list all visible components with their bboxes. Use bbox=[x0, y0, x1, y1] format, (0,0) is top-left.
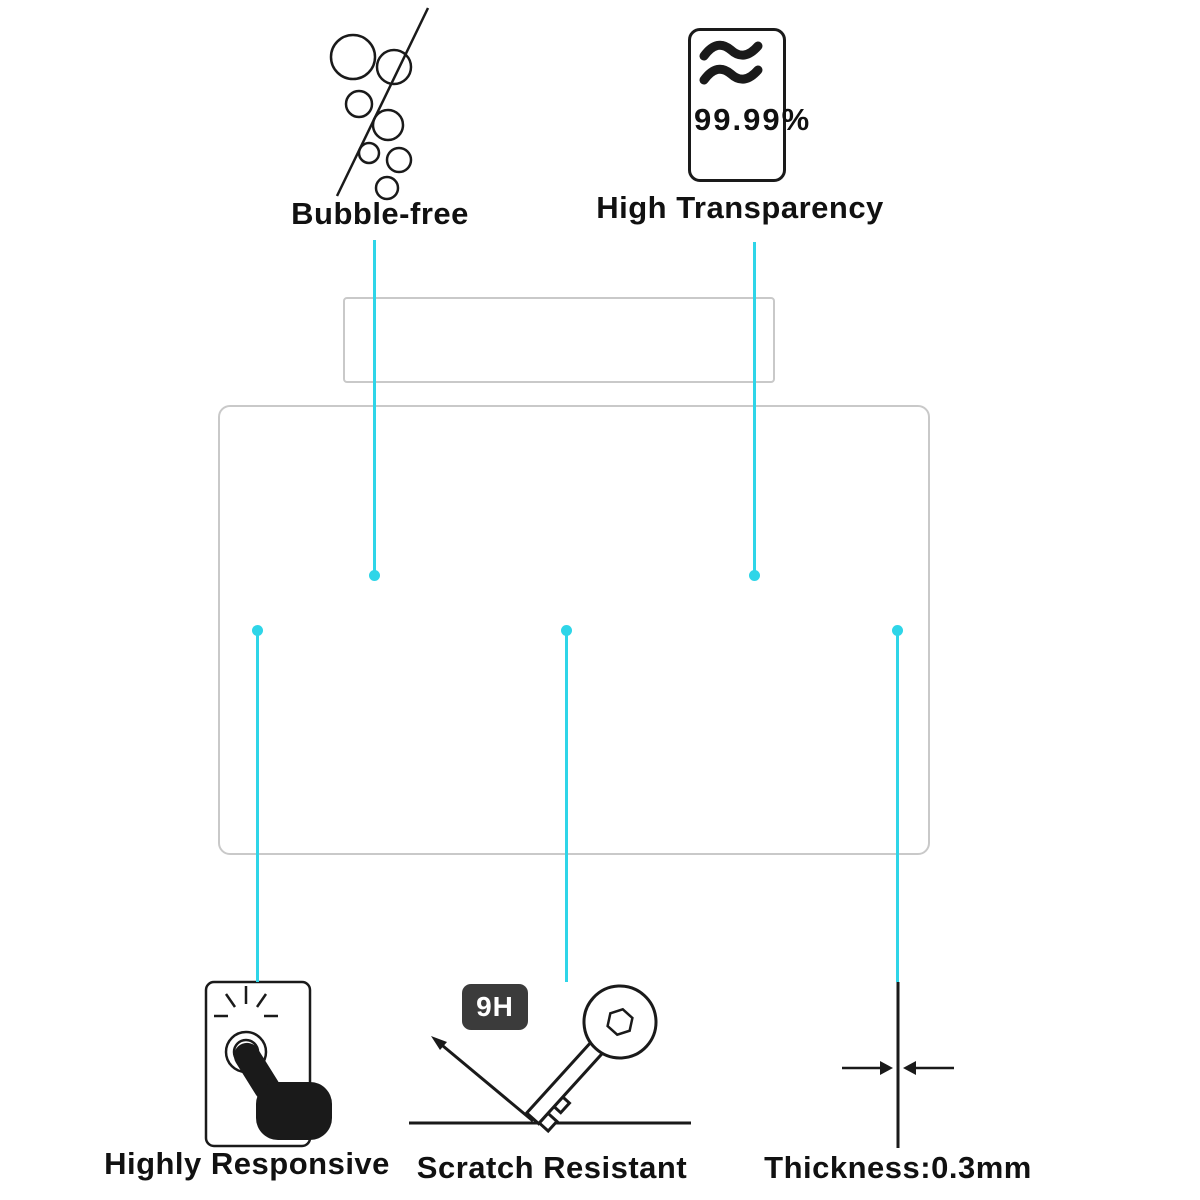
callout-dot-thickness bbox=[892, 625, 903, 636]
scratch-resistant-label: Scratch Resistant bbox=[416, 1150, 688, 1185]
thickness-label: Thickness:0.3mm bbox=[764, 1150, 1032, 1185]
callout-dot-high-transparency bbox=[749, 570, 760, 581]
callout-line-high-transparency bbox=[753, 242, 756, 576]
protector-screen-outline bbox=[218, 405, 930, 855]
highly-responsive-label: Highly Responsive bbox=[104, 1146, 390, 1181]
callout-line-highly-responsive bbox=[256, 631, 259, 982]
transparency-value: 99.99% bbox=[694, 102, 812, 137]
callout-dot-highly-responsive bbox=[252, 625, 263, 636]
transparency-waves-icon bbox=[699, 40, 763, 85]
callout-dot-bubble-free bbox=[369, 570, 380, 581]
callout-line-bubble-free bbox=[373, 240, 376, 576]
high-transparency-label: High Transparency bbox=[596, 190, 884, 225]
callout-line-scratch-resistant bbox=[565, 631, 568, 982]
callout-dot-scratch-resistant bbox=[561, 625, 572, 636]
key-scratch-icon bbox=[409, 984, 691, 1134]
finger-press-icon bbox=[204, 980, 332, 1148]
callout-line-thickness bbox=[896, 631, 899, 982]
thickness-arrows-icon bbox=[842, 982, 954, 1148]
hardness-badge: 9H bbox=[462, 984, 528, 1030]
bubble-free-label: Bubble-free bbox=[291, 196, 469, 231]
protector-hinge-tab-outline bbox=[343, 297, 775, 383]
hardness-badge-label: 9H bbox=[476, 991, 514, 1022]
bubbles-icon bbox=[329, 7, 430, 201]
